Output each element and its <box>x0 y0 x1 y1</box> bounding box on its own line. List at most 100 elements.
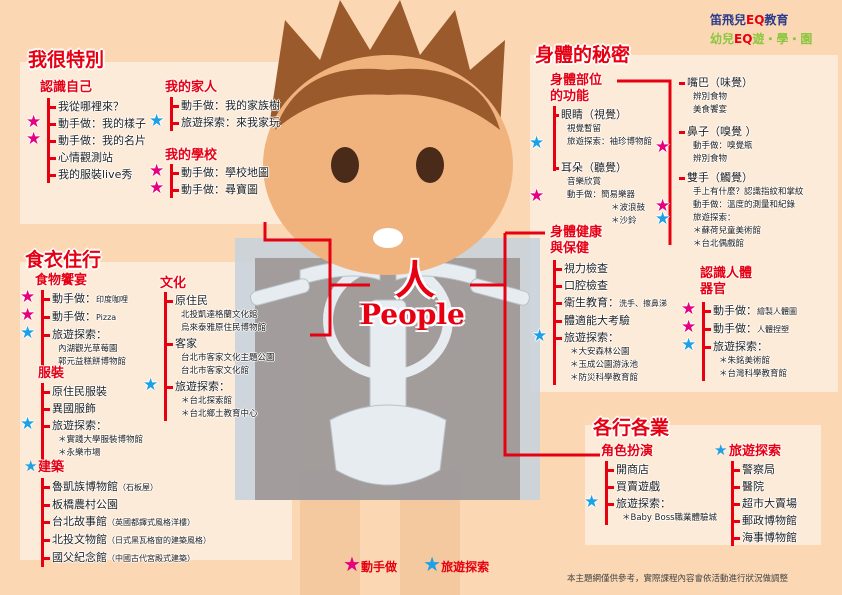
item-text: 烏來泰雅原住民博物館 <box>181 323 267 333</box>
item-text: 旅遊探索： <box>52 328 107 341</box>
heading-line: 的功能 <box>550 89 590 104</box>
travel-star-icon: ★ <box>20 323 36 343</box>
item-text: 動手做：學校地圖 <box>181 166 269 179</box>
section-title-jobs: 各行各業 <box>593 417 670 439</box>
item-text: ＊朱銘美術館 <box>719 356 771 366</box>
item-note: 繪製人體圖 <box>757 307 797 316</box>
item-text: 台北市客家文化館 <box>181 366 250 376</box>
travel-star-icon: ★ <box>584 492 600 512</box>
list-item: 原住民 <box>167 292 275 309</box>
item-text: 超市大賣場 <box>742 497 797 510</box>
travel-star-icon: ★ <box>655 209 671 229</box>
list-item: 警察局 <box>734 461 797 478</box>
list-item: 買賣遊戲 <box>607 478 717 495</box>
bracket-functions <box>553 106 556 171</box>
item-note: （日式黑瓦格窗的建築風格） <box>107 536 211 545</box>
heading-line: 器官 <box>700 282 727 297</box>
list-item: 開商店 <box>607 461 717 478</box>
item-text: 動手做： <box>52 292 96 305</box>
item-text: 旅遊探索： <box>175 380 230 393</box>
logo: 笛飛兒EQ教育 幼兒EQ遊・學・園 <box>710 10 812 48</box>
connector-lines <box>263 79 672 457</box>
item-text: 口腔檢查 <box>564 279 608 292</box>
handson-star-icon: ★ <box>343 552 361 576</box>
list-item: 嘴巴（味覺） <box>679 74 753 91</box>
item-note: Pizza <box>96 313 117 322</box>
item-text: ＊台北探索館 <box>181 396 233 406</box>
handson-star-icon: ★ <box>149 178 165 198</box>
handson-star-icon: ★ <box>26 112 42 132</box>
legend-travel: 旅遊探索 <box>441 560 490 574</box>
heading-line: 認識人體 <box>700 266 753 281</box>
list-item: ★動手做：Pizza <box>20 307 128 326</box>
travel-star-icon: ★ <box>529 133 545 153</box>
logo-text: EQ <box>734 32 753 46</box>
handson-star-icon: ★ <box>655 137 671 157</box>
section-title-body-secret: 身體的秘密 <box>535 44 631 66</box>
item-text: 旅遊探索： <box>52 419 107 432</box>
list-item: 心情觀測站 <box>50 149 146 166</box>
item-text: 北投文物館 <box>52 533 107 546</box>
list-item: ★動手做：尋寶圖 <box>149 180 269 198</box>
item-text: 海事博物館 <box>742 531 797 544</box>
list-item: 客家 <box>167 335 275 352</box>
list-item: 郵政博物館 <box>734 512 797 529</box>
item-text: 國父紀念館 <box>52 551 107 564</box>
list-jobs-travel: 警察局醫院超市大賣場郵政博物館海事博物館 <box>731 461 797 546</box>
item-text: 視覺暫留 <box>567 124 602 134</box>
list-item: 醫院 <box>734 478 797 495</box>
item-text: 我從哪裡來？ <box>58 100 124 113</box>
list-item: ★旅遊探索：來我家玩 <box>149 113 280 131</box>
item-text: 魯凱族博物館 <box>52 480 118 493</box>
item-text: ＊實踐大學服裝博物館 <box>58 435 144 445</box>
item-text: 旅遊探索：袖珍博物館 <box>567 137 653 147</box>
heading-line: 身體部位 <box>550 73 603 88</box>
list-item: ★動手做：繪製人體圖 <box>681 301 797 320</box>
list-item: ★動手做：印度咖哩 <box>20 289 128 308</box>
logo-text: 幼兒 <box>710 32 735 46</box>
logo-text: 遊・學・園 <box>752 32 813 46</box>
heading-clothing: 服裝 <box>38 366 65 381</box>
handson-star-icon: ★ <box>655 196 671 216</box>
list-eyes: 眼睛（視覺）視覺暫留★旅遊探索：袖珍博物館 <box>529 106 653 152</box>
item-text: ＊波浪鼓 <box>611 203 646 213</box>
item-text: 我的服裝live秀 <box>58 168 133 181</box>
handson-star-icon: ★ <box>681 299 697 319</box>
list-mouth: 嘴巴（味覺）辨別食物美食饗宴 <box>679 74 753 117</box>
heading-health: 身體健康與保健 <box>550 225 602 257</box>
list-item: ★ 動手做：溫度的測量和紀錄 <box>655 198 804 215</box>
legend: ★動手做 ★旅遊探索 <box>343 552 489 576</box>
item-text: 動手做：溫度的測量和紀錄 <box>693 200 796 210</box>
list-item: ＊Baby Boss職業體驗城 <box>616 512 717 525</box>
list-architecture: 魯凱族博物館（石板屋）板橋農村公園台北故事館（英國都鐸式風格洋樓）北投文物館（日… <box>41 478 211 567</box>
list-family: 動手做：我的家族樹★旅遊探索：來我家玩 <box>149 97 280 131</box>
list-nose: 鼻子（嗅覺 ）★動手做：嗅覺瓶辨別食物 <box>655 123 757 166</box>
item-text: 台北市客家文化主題公園 <box>181 353 275 363</box>
handson-star-icon: ★ <box>149 161 165 181</box>
item-text: 警察局 <box>742 463 775 476</box>
section-title-special: 我很特別 <box>28 49 105 71</box>
handson-star-icon: ★ <box>529 186 545 206</box>
handson-star-icon: ★ <box>20 305 36 325</box>
heading-body-functions: 身體部位的功能 <box>550 73 602 105</box>
heading-family: 我的家人 <box>165 80 218 95</box>
list-item: ＊台北探索館 <box>175 395 275 408</box>
list-item: ★ 動手做：簡易樂器 <box>529 188 645 205</box>
list-item: 辨別食物 <box>687 153 757 166</box>
list-item: 板橋農村公園 <box>44 496 211 513</box>
handson-star-icon: ★ <box>20 287 36 307</box>
center-label-en: People <box>360 298 465 331</box>
item-text: ＊沙鈴 <box>611 216 637 226</box>
list-item: ＊大安森林公園 <box>564 346 667 359</box>
item-text: ＊防災科學教育館 <box>570 373 639 383</box>
list-item: 原住民服裝 <box>43 383 143 400</box>
list-item: ＊台北偶戲館 <box>687 238 804 251</box>
list-item: ＊沙鈴 <box>561 215 645 228</box>
item-text: 原住民 <box>175 294 208 307</box>
head <box>263 0 513 275</box>
list-item: 耳朵（聽覺） <box>552 159 645 176</box>
item-text: 動手做：簡易樂器 <box>567 190 636 200</box>
list-item: 美食饗宴 <box>687 104 753 117</box>
list-item: ＊實踐大學服裝博物館 <box>52 434 143 447</box>
